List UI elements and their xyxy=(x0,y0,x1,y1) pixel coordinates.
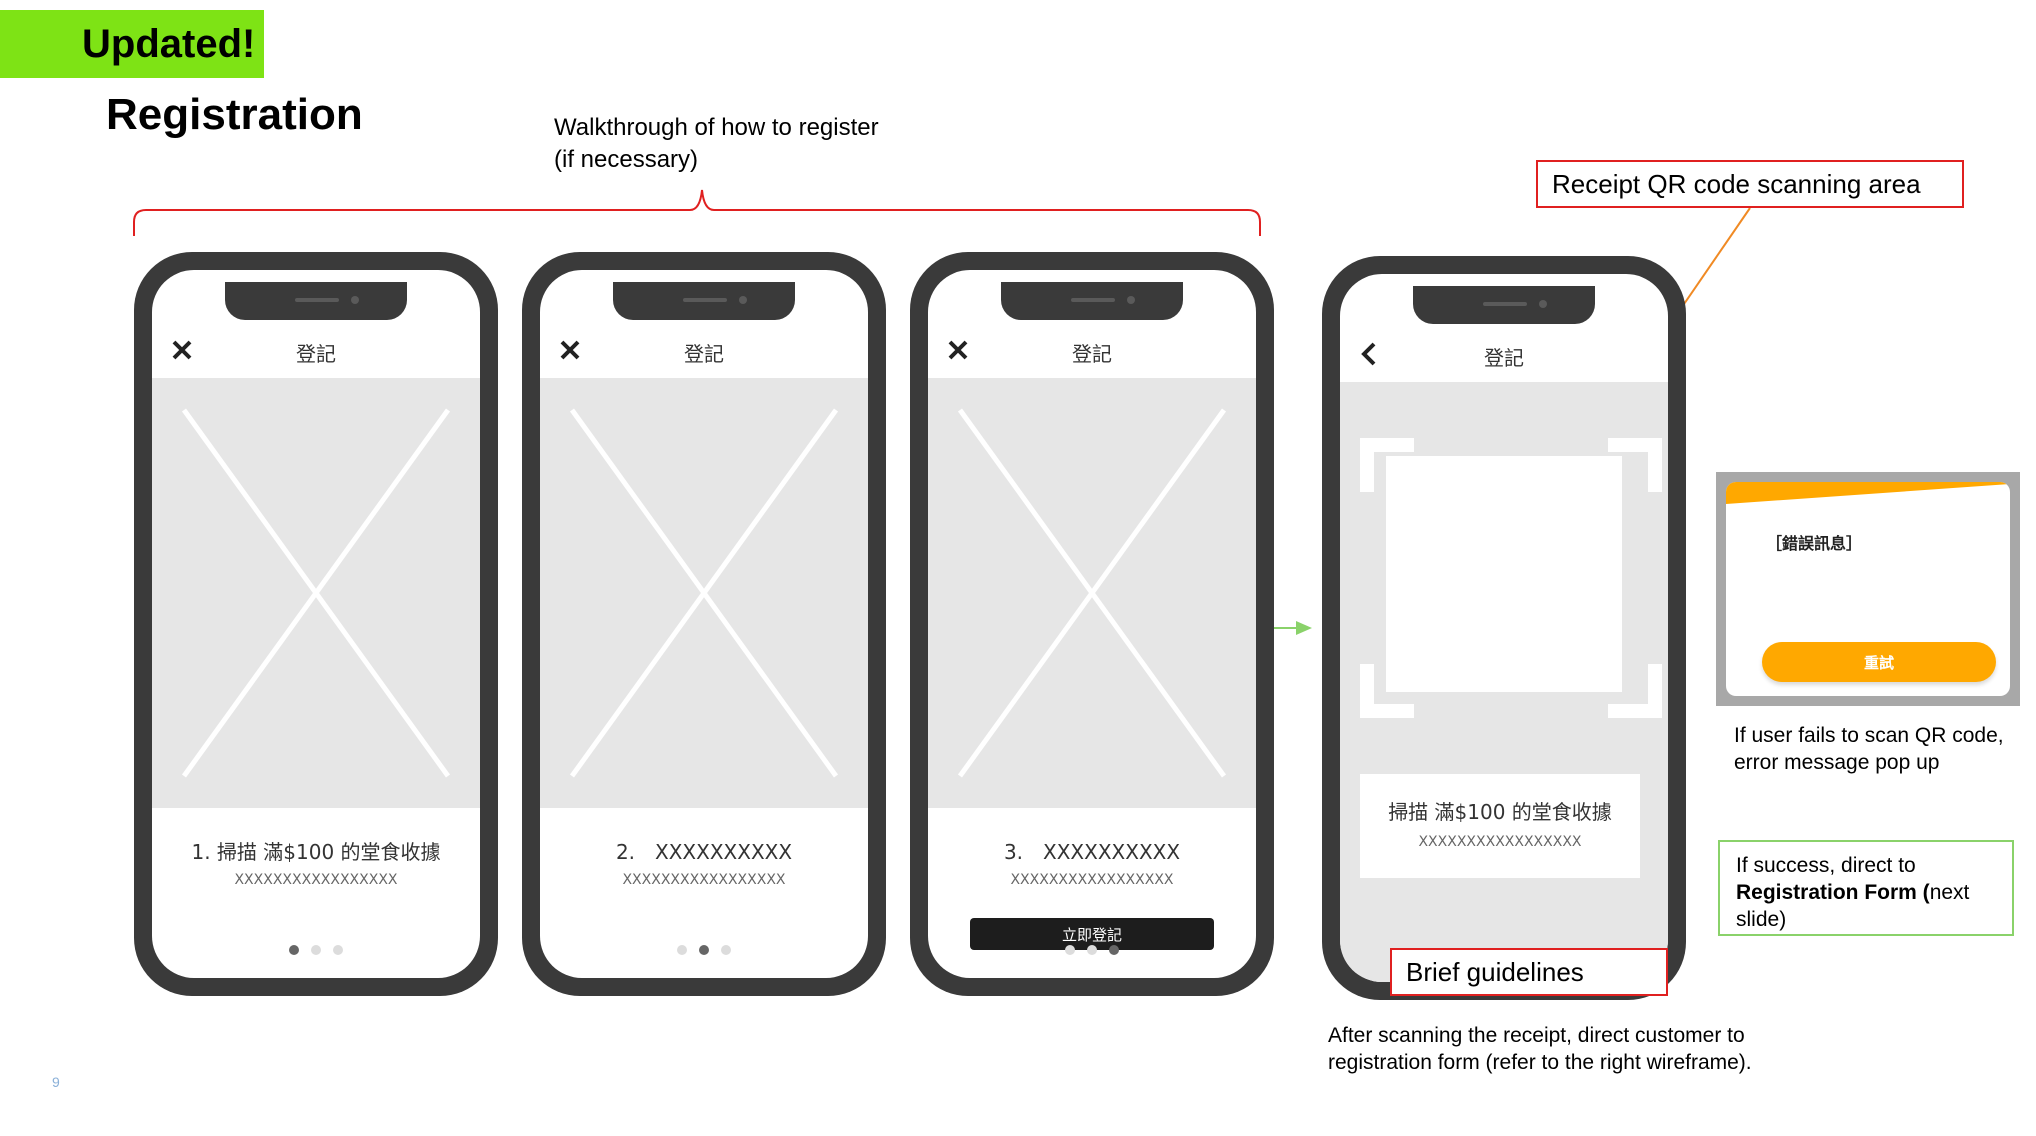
phone-screen: 登記 3. XXXXXXXXXX XXXXXXXXXXXXXXXXX 立即登記 xyxy=(928,270,1256,978)
guideline-card: 掃描 滿$100 的堂食收據 XXXXXXXXXXXXXXXXX xyxy=(1360,774,1640,878)
page-number: 9 xyxy=(52,1074,60,1090)
page-dot[interactable] xyxy=(1087,945,1097,955)
scan-frame-corner xyxy=(1360,664,1414,718)
close-icon[interactable] xyxy=(168,336,196,364)
page-dot[interactable] xyxy=(721,945,731,955)
image-placeholder xyxy=(152,378,480,808)
after-note-line-1: After scanning the receipt, direct custo… xyxy=(1328,1024,1745,1047)
walkthrough-note: Walkthrough of how to register (if neces… xyxy=(554,112,879,176)
step-title: 1. 掃描 滿$100 的堂食收據 xyxy=(191,840,441,864)
image-placeholder xyxy=(928,378,1256,808)
phone-step-3: 登記 3. XXXXXXXXXX XXXXXXXXXXXXXXXXX 立即登記 xyxy=(910,252,1274,996)
walkthrough-brace xyxy=(133,189,1261,236)
phone-notch xyxy=(613,282,795,320)
screen-title: 登記 xyxy=(684,342,724,366)
slide-title: Registration xyxy=(106,90,363,139)
screen-title: 登記 xyxy=(296,342,336,366)
success-note: If success, direct to Registration Form … xyxy=(1718,840,2014,936)
image-placeholder xyxy=(540,378,868,808)
updated-badge: Updated! xyxy=(0,10,264,78)
page-dot[interactable] xyxy=(699,945,709,955)
guideline-title: 掃描 滿$100 的堂食收據 xyxy=(1388,800,1612,824)
phone-step-1: 登記 1. 掃描 滿$100 的堂食收據 XXXXXXXXXXXXXXXXX xyxy=(134,252,498,996)
page-dot[interactable] xyxy=(311,945,321,955)
fail-note: If user fails to scan QR code, error mes… xyxy=(1734,724,2004,774)
error-message: ［錯誤訊息］ xyxy=(1766,534,1863,553)
success-prefix: If success, direct to xyxy=(1736,854,1916,877)
register-now-button[interactable]: 立即登記 xyxy=(970,918,1214,950)
phone-notch xyxy=(225,282,407,320)
close-icon[interactable] xyxy=(944,336,972,364)
success-bold: Registration Form ( xyxy=(1736,881,1930,904)
page-dot[interactable] xyxy=(677,945,687,955)
phone-step-2: 登記 2. XXXXXXXXXX XXXXXXXXXXXXXXXXX xyxy=(522,252,886,996)
scan-frame-corner xyxy=(1360,438,1414,492)
scan-frame-corner xyxy=(1608,664,1662,718)
step-subtitle: XXXXXXXXXXXXXXXXX xyxy=(234,872,398,888)
pagination-dots xyxy=(152,942,480,960)
success-suffix: next slide) xyxy=(1736,881,1970,931)
page-dot[interactable] xyxy=(1065,945,1075,955)
phone-screen: 登記 1. 掃描 滿$100 的堂食收據 XXXXXXXXXXXXXXXXX xyxy=(152,270,480,978)
close-icon[interactable] xyxy=(556,336,584,364)
phone-qr-scanner: 登記 掃描 滿$100 的堂食收據 XXXXXXXXXXXXXXXXX xyxy=(1322,256,1686,1000)
cta-arrow-head xyxy=(1296,621,1312,635)
page-dot[interactable] xyxy=(289,945,299,955)
walkthrough-line-2: (if necessary) xyxy=(554,146,699,173)
back-chevron-icon[interactable] xyxy=(1356,340,1384,368)
guidelines-label: Brief guidelines xyxy=(1390,948,1668,996)
page-dot[interactable] xyxy=(1109,945,1119,955)
step-title: 2. XXXXXXXXXX xyxy=(615,840,793,864)
page-dot[interactable] xyxy=(333,945,343,955)
phone-screen: 登記 2. XXXXXXXXXX XXXXXXXXXXXXXXXXX xyxy=(540,270,868,978)
after-scan-note: After scanning the receipt, direct custo… xyxy=(1328,1022,1752,1076)
scan-frame-corner xyxy=(1608,438,1662,492)
retry-button[interactable]: 重試 xyxy=(1762,642,1996,682)
phone-notch xyxy=(1001,282,1183,320)
phone-screen: 登記 掃描 滿$100 的堂食收據 XXXXXXXXXXXXXXXXX xyxy=(1340,274,1668,982)
pagination-dots xyxy=(928,942,1256,960)
screen-title: 登記 xyxy=(1484,346,1524,370)
pagination-dots xyxy=(540,942,868,960)
step-subtitle: XXXXXXXXXXXXXXXXX xyxy=(1010,872,1174,888)
error-popup-mockup: ［錯誤訊息］ 重試 xyxy=(1716,472,2020,706)
step-subtitle: XXXXXXXXXXXXXXXXX xyxy=(622,872,786,888)
phone-notch xyxy=(1413,286,1595,324)
qr-area-label: Receipt QR code scanning area xyxy=(1536,160,1964,208)
guideline-subtitle: XXXXXXXXXXXXXXXXX xyxy=(1418,834,1582,850)
walkthrough-line-1: Walkthrough of how to register xyxy=(554,114,879,141)
qr-scan-area xyxy=(1386,456,1622,692)
after-note-line-2: registration form (refer to the right wi… xyxy=(1328,1051,1752,1074)
error-dialog: ［錯誤訊息］ 重試 xyxy=(1726,482,2010,696)
step-title: 3. XXXXXXXXXX xyxy=(1003,840,1181,864)
dialog-accent-stripe xyxy=(1726,482,2010,504)
screen-title: 登記 xyxy=(1072,342,1112,366)
